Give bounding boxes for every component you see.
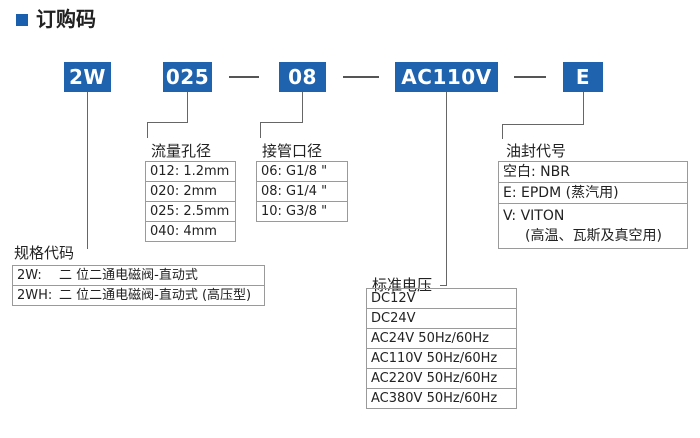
pipe-row-3: 10: G3/8 " <box>261 204 328 219</box>
voltage-row-1: DC12V <box>367 289 516 309</box>
flow-table: 012: 1.2mm 020: 2mm 025: 2.5mm 040: 4mm <box>145 161 236 242</box>
spec-row-2-code: 2WH: <box>17 288 53 303</box>
flow-row-1: 012: 1.2mm <box>146 162 235 182</box>
connector-seal-horizontal <box>502 124 584 125</box>
voltage-label: 标准电压 <box>372 276 433 294</box>
connector-pipe-drop <box>260 122 261 138</box>
connector-flow-horizontal <box>147 122 188 123</box>
connector-spec-vertical <box>87 92 88 249</box>
flow-row-3: 025: 2.5mm <box>146 202 235 222</box>
voltage-row-4: AC110V 50Hz/60Hz <box>367 349 516 369</box>
connector-pipe-vertical <box>302 92 303 122</box>
connector-voltage-horizontal <box>440 285 447 286</box>
separator-dash-3 <box>514 76 546 78</box>
code-box-spec: 2W <box>64 62 111 92</box>
spec-row-2-desc: 二 位二通电磁阀-直动式 (高压型) <box>59 288 252 303</box>
voltage-row-3: AC24V 50Hz/60Hz <box>367 329 516 349</box>
spec-row-2: 2WH: 二 位二通电磁阀-直动式 (高压型) <box>13 286 264 305</box>
spec-table: 2W: 二 位二通电磁阀-直动式 2WH: 二 位二通电磁阀-直动式 (高压型) <box>12 265 265 306</box>
voltage-table: DC12V DC24V AC24V 50Hz/60Hz AC110V 50Hz/… <box>366 288 517 409</box>
seal-row-3-code: V: VITON <box>503 208 565 224</box>
spec-row-1-code: 2W: <box>17 268 42 283</box>
voltage-row-5: AC220V 50Hz/60Hz <box>367 369 516 389</box>
seal-label: 油封代号 <box>506 142 567 160</box>
connector-seal-vertical <box>583 92 584 124</box>
spec-row-1: 2W: 二 位二通电磁阀-直动式 <box>13 266 264 286</box>
pipe-row-1: 06: G1/8 " <box>257 162 347 182</box>
flow-label: 流量孔径 <box>151 142 212 160</box>
seal-row-2: E: EPDM (蒸汽用) <box>499 183 687 204</box>
pipe-table: 06: G1/8 " 08: G1/4 " 10: G3/8 " <box>256 161 348 222</box>
flow-row-4: 040: 4mm <box>150 224 217 239</box>
pipe-label: 接管口径 <box>262 142 323 160</box>
spec-row-1-desc: 二 位二通电磁阀-直动式 <box>59 268 198 283</box>
voltage-row-6: AC380V 50Hz/60Hz <box>371 391 498 406</box>
seal-table: 空白: NBR E: EPDM (蒸汽用) V: VITON (高温、瓦斯及真空… <box>498 161 688 249</box>
connector-flow-vertical <box>187 92 188 122</box>
connector-pipe-horizontal <box>260 122 303 123</box>
connector-seal-drop <box>502 124 503 139</box>
seal-row-3-note: (高温、瓦斯及真空用) <box>525 228 662 244</box>
code-box-seal: E <box>563 62 603 92</box>
connector-voltage-vertical <box>446 92 447 285</box>
page-title: 订购码 <box>36 7 96 31</box>
separator-dash-1 <box>229 76 259 78</box>
flow-row-2: 020: 2mm <box>146 182 235 202</box>
voltage-row-2: DC24V <box>367 309 516 329</box>
seal-row-3: V: VITON (高温、瓦斯及真空用) <box>499 204 687 248</box>
title-marker <box>16 14 28 26</box>
code-box-voltage: AC110V <box>395 62 498 92</box>
code-box-pipe: 08 <box>279 62 326 92</box>
code-box-flow: 025 <box>163 62 212 92</box>
seal-row-1: 空白: NBR <box>499 162 687 183</box>
separator-dash-2 <box>343 76 379 78</box>
connector-flow-drop <box>147 122 148 138</box>
pipe-row-2: 08: G1/4 " <box>257 182 347 202</box>
spec-label: 规格代码 <box>14 244 75 262</box>
